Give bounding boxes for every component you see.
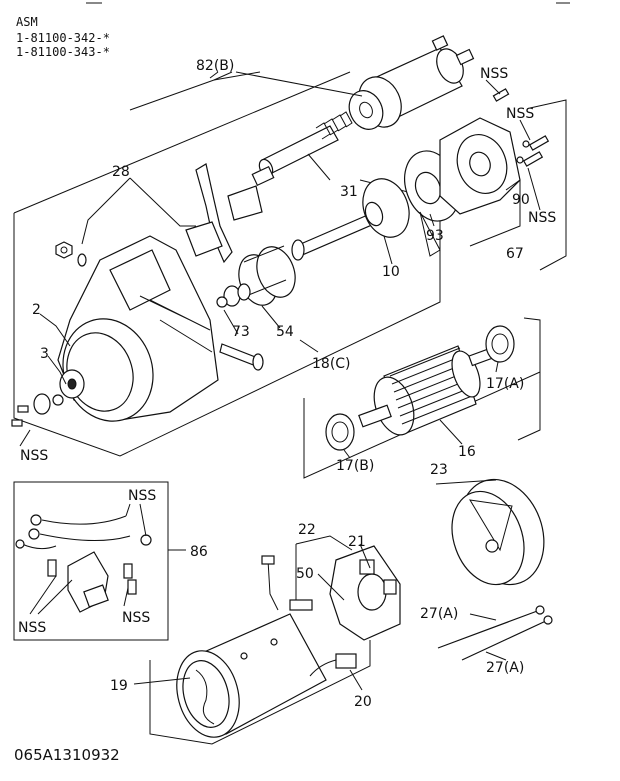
leader-nss-inset-left xyxy=(29,575,73,615)
bolt xyxy=(219,343,264,371)
callout-19: 19 xyxy=(110,678,128,694)
callout-2: 2 xyxy=(32,302,41,318)
callout-54: 54 xyxy=(276,324,294,340)
leader-23 xyxy=(435,479,497,485)
rear-cover xyxy=(451,478,545,586)
leader-90 xyxy=(505,179,521,191)
callout-82b: 82(B) xyxy=(196,58,234,74)
brush-holder xyxy=(329,545,401,641)
armature xyxy=(358,345,494,436)
leader-28-b xyxy=(81,177,131,245)
leader-nss-inset-right xyxy=(123,587,129,607)
solenoid-switch xyxy=(348,35,475,130)
leader-nss-lower-left xyxy=(19,429,31,447)
leader-27a-bot xyxy=(485,651,507,661)
leader-22 xyxy=(295,535,353,551)
small-screws-lower-left xyxy=(11,393,64,427)
group-bracket-right xyxy=(529,99,567,271)
bearing-17b xyxy=(325,413,355,451)
leader-19 xyxy=(133,677,191,685)
leader-16 xyxy=(439,419,463,445)
callout-73: 73 xyxy=(232,324,250,340)
through-bolts xyxy=(437,605,553,661)
leader-54 xyxy=(261,305,281,329)
terminal-lead xyxy=(261,555,313,611)
leader-21 xyxy=(359,543,371,569)
leader-3 xyxy=(47,355,67,385)
callout-23: 23 xyxy=(430,462,448,478)
asm-title: ASM xyxy=(16,15,38,29)
callout-90: 90 xyxy=(512,192,530,208)
leader-17a xyxy=(495,361,499,373)
leader-31 xyxy=(307,153,331,181)
leader-73 xyxy=(223,309,239,335)
lead-wires-and-relay xyxy=(15,514,152,613)
part-number-2: 1-81100-343-* xyxy=(16,45,110,59)
leader-nss-right xyxy=(527,167,541,211)
callout-27a-top: 27(A) xyxy=(420,606,458,622)
bearing-17a xyxy=(485,325,515,363)
group-bracket-67 xyxy=(469,180,521,247)
callout-67: 67 xyxy=(506,246,524,262)
callout-93: 93 xyxy=(426,228,444,244)
nut-washer-upper xyxy=(55,241,87,267)
callout-10: 10 xyxy=(382,264,400,280)
leader-nss-top xyxy=(485,79,501,95)
inset-box-86 xyxy=(13,481,169,641)
screws-upper-right xyxy=(492,88,550,167)
shift-lever xyxy=(185,163,263,264)
leader-82b-tick xyxy=(213,71,233,81)
callout-86: 86 xyxy=(190,544,208,560)
callout-17b: 17(B) xyxy=(336,458,374,474)
leader-82b xyxy=(129,71,261,111)
leader-20 xyxy=(349,669,363,691)
callout-20: 20 xyxy=(354,694,372,710)
diagram-code: 065A1310932 xyxy=(14,746,120,764)
leader-82-b xyxy=(235,71,363,97)
callout-21: 21 xyxy=(348,534,366,550)
nss-label-lower-left: NSS xyxy=(20,448,48,464)
callout-22: 22 xyxy=(298,522,316,538)
group-bracket-93 xyxy=(419,211,441,257)
nss-label-top: NSS xyxy=(480,66,508,82)
shaft-internal-gear xyxy=(291,178,410,261)
leader-nss-inset-top xyxy=(125,503,147,537)
callout-16: 16 xyxy=(458,444,476,460)
connector-20 xyxy=(309,653,357,677)
yoke-group-frame xyxy=(149,640,371,745)
leader-18c xyxy=(299,339,319,353)
callout-28: 28 xyxy=(112,164,130,180)
nss-label-inset-left: NSS xyxy=(18,620,46,636)
bracket-housing xyxy=(439,117,521,215)
assembly-outline-top xyxy=(13,71,351,214)
callout-17a: 17(A) xyxy=(486,376,524,392)
armature-group-frame-2 xyxy=(517,372,541,441)
plunger-and-spring xyxy=(251,111,353,187)
leader-93 xyxy=(429,213,435,227)
callout-18c: 18(C) xyxy=(312,356,351,372)
gear-case xyxy=(57,235,219,422)
leader-10 xyxy=(383,235,393,265)
nss-label-inset-top: NSS xyxy=(128,488,156,504)
callout-27a-bottom: 27(A) xyxy=(486,660,524,676)
leader-50b xyxy=(317,573,345,601)
leader-82-a xyxy=(209,71,219,79)
callout-31: 31 xyxy=(340,184,358,200)
pinion-clutch xyxy=(216,245,296,308)
leader-27a-top xyxy=(469,613,497,621)
part-number-1: 1-81100-342-* xyxy=(16,31,110,45)
callout-3: 3 xyxy=(40,346,49,362)
nss-label-right: NSS xyxy=(528,210,556,226)
leader-2 xyxy=(39,313,71,347)
nss-label-mid: NSS xyxy=(506,106,534,122)
yoke-field-coil xyxy=(176,613,327,738)
leader-nss-mid xyxy=(519,119,531,141)
leader-28 xyxy=(129,177,196,227)
callout-50: 50 xyxy=(296,566,314,582)
nss-label-inset-right: NSS xyxy=(122,610,150,626)
leader-17b xyxy=(343,449,351,459)
